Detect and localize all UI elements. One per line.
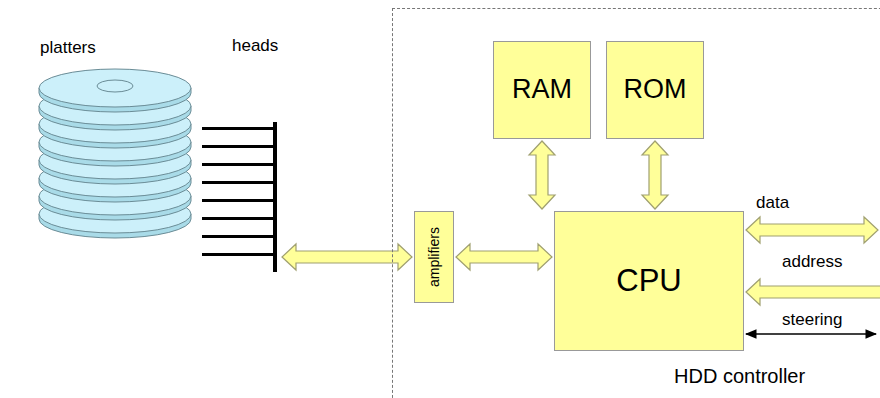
data-bus-arrow xyxy=(746,217,878,243)
part-label: heads xyxy=(232,36,278,56)
part-label: platters xyxy=(40,38,96,58)
read-write-heads: heads xyxy=(198,36,280,276)
spindle xyxy=(97,80,133,92)
head-arm xyxy=(273,122,277,272)
head-tooth xyxy=(202,163,274,166)
head-tooth xyxy=(202,235,274,238)
memory-box: ROM xyxy=(606,41,704,139)
head-tooth xyxy=(202,199,274,202)
platter xyxy=(39,69,191,107)
head-tooth xyxy=(202,181,274,184)
box-label: ROM xyxy=(624,74,687,105)
amplifier-box: amplifiers xyxy=(414,211,454,303)
bus-arrow xyxy=(642,141,668,209)
signal-label: data xyxy=(756,193,789,213)
head-tooth xyxy=(202,145,274,148)
box-label: amplifiers xyxy=(426,227,442,287)
region-label: HDD controller xyxy=(674,365,805,388)
address-bus-arrow xyxy=(746,279,880,305)
signal-label: steering xyxy=(782,310,842,330)
head-tooth xyxy=(202,253,274,256)
head-tooth xyxy=(202,127,274,130)
platter-stack xyxy=(39,69,191,238)
bus-arrow xyxy=(529,141,555,209)
head-tooth xyxy=(202,217,274,220)
signal-label: address xyxy=(782,252,842,272)
memory-box: RAM xyxy=(493,41,591,139)
processor-box: CPU xyxy=(554,211,744,351)
box-label: RAM xyxy=(512,74,572,105)
controller-region: RAM ROM amplifiersCPU HDD controller xyxy=(392,8,880,398)
steering-line xyxy=(746,333,876,334)
bus-arrow xyxy=(456,244,552,270)
head-comb xyxy=(198,36,280,276)
box-label: CPU xyxy=(616,263,681,299)
